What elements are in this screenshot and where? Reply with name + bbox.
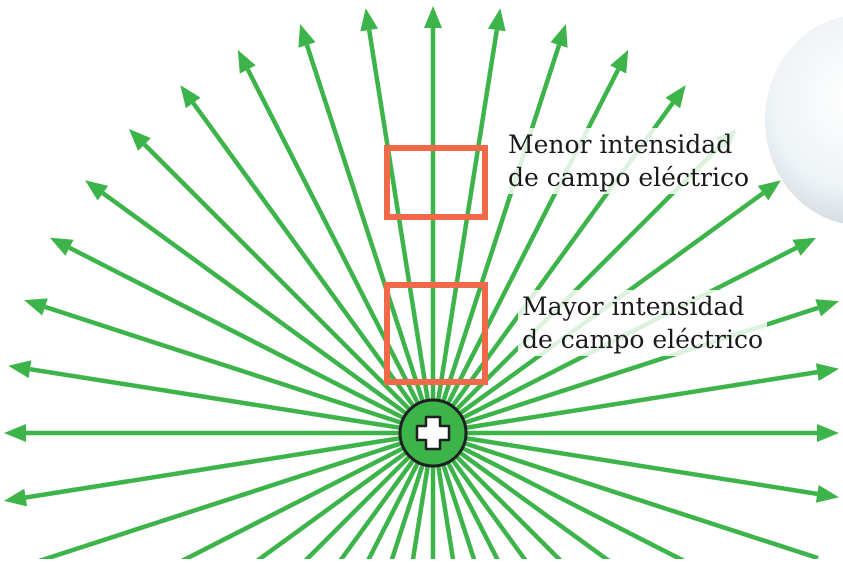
field-line <box>366 29 436 434</box>
field-line <box>44 304 434 436</box>
high-intensity-label: Mayor intensidad de campo eléctrico <box>518 290 767 356</box>
field-line-arrowhead <box>24 298 48 316</box>
field-line-arrowhead <box>49 237 74 256</box>
field-line <box>29 366 434 436</box>
high-intensity-region-box <box>384 282 488 385</box>
field-line <box>245 68 436 435</box>
field-line-arrowhead <box>237 49 256 74</box>
field-line <box>191 101 435 435</box>
field-line-arrowhead <box>298 24 316 48</box>
low-intensity-label: Menor intensidad de campo eléctrico <box>504 128 753 194</box>
field-line-arrowhead <box>360 8 379 32</box>
low-intensity-label-line1: Menor intensidad <box>508 130 733 159</box>
field-line <box>299 431 435 563</box>
field-line-arrowhead <box>8 360 32 379</box>
field-line <box>68 245 435 436</box>
high-intensity-label-line2: de campo eléctrico <box>522 325 763 354</box>
field-line <box>432 430 818 497</box>
field-line-arrowhead <box>792 237 817 256</box>
field-line-arrowhead <box>665 85 686 109</box>
field-line <box>431 431 567 563</box>
field-line <box>432 369 818 436</box>
field-line-arrowhead <box>128 128 151 151</box>
field-line-arrowhead <box>85 180 109 201</box>
field-line <box>25 430 434 500</box>
field-line-arrowhead <box>815 363 839 381</box>
field-line <box>25 430 434 563</box>
background-sphere <box>765 16 843 224</box>
field-line <box>101 191 435 435</box>
field-line-arrowhead <box>610 49 629 74</box>
field-line <box>430 29 500 434</box>
high-intensity-label-line1: Mayor intensidad <box>522 292 745 321</box>
plus-sign-icon <box>415 415 451 451</box>
field-line-arrowhead <box>815 299 839 317</box>
field-line-arrowhead <box>4 424 26 442</box>
field-line-arrowhead <box>424 6 442 28</box>
low-intensity-region-box <box>384 145 488 220</box>
field-line-arrowhead <box>550 24 568 48</box>
low-intensity-label-line2: de campo eléctrico <box>508 163 749 192</box>
field-line <box>430 44 562 434</box>
field-line <box>431 430 694 563</box>
field-line-arrowhead <box>4 488 28 507</box>
field-line-arrowhead <box>487 8 506 32</box>
positive-charge <box>398 398 468 468</box>
field-line <box>304 44 436 434</box>
field-line-arrowhead <box>815 485 839 503</box>
field-line <box>432 430 819 561</box>
field-line-arrowhead <box>180 85 201 109</box>
field-line-arrowhead <box>817 424 839 442</box>
field-line-arrowhead <box>757 180 781 201</box>
field-line <box>172 430 435 563</box>
